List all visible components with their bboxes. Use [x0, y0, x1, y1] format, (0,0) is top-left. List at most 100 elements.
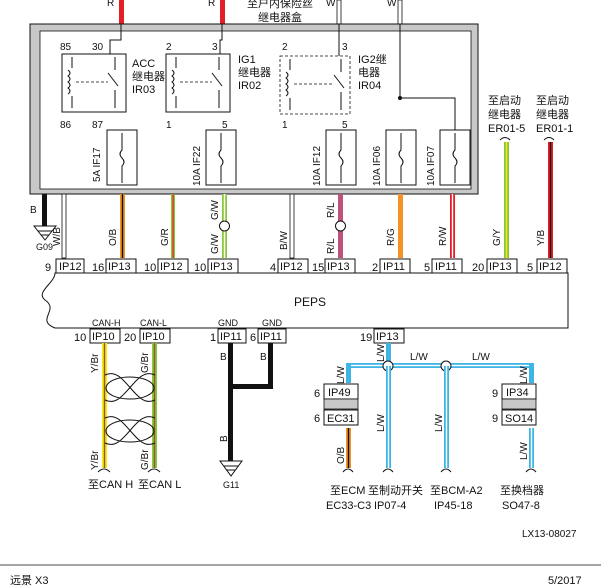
pin-num: 9	[492, 388, 498, 400]
wire-w-b	[61, 193, 67, 259]
dest-line2: 继电器	[536, 108, 569, 121]
wire-white-2	[397, 0, 403, 25]
relay-coil	[67, 69, 71, 95]
relay-line2: 继电器	[238, 66, 271, 79]
conn-id: IP10	[142, 331, 165, 343]
svg-text:10A IF22: 10A IF22	[192, 146, 203, 186]
dest-line1: 至ECM	[330, 485, 365, 497]
can-twisted-pair: Y/Br G/Br Y/Br G/Br 至CAN H 至CAN L	[88, 343, 181, 491]
pin-num: 2	[372, 262, 378, 274]
pin-label: 1	[282, 120, 288, 131]
wire-label: L/W	[376, 414, 387, 432]
conn-id: SO14	[505, 413, 533, 425]
wire-label: O/B	[108, 228, 119, 246]
relay-name: ACC	[132, 58, 155, 70]
conn-id: IP13	[489, 261, 512, 273]
fuse-to-peps-wires: B W/B O/B G/R G/W G/W B/W R/L R/L R/G R/…	[30, 142, 553, 259]
dest-line1: 至启动	[488, 94, 521, 107]
conn-id: IP11	[220, 331, 242, 343]
wire-label: R/L	[326, 202, 337, 218]
ground-icon	[32, 225, 58, 241]
conn-id: IP10	[92, 331, 115, 343]
wire-label-w1: W	[326, 0, 336, 9]
relay-id: IR04	[358, 80, 381, 92]
pin-num: 1	[210, 332, 216, 344]
wire-gnd-2	[268, 343, 273, 387]
relay-id: IR03	[132, 84, 155, 96]
can-h-dest: 至CAN H	[88, 479, 133, 491]
twist-1	[104, 373, 156, 402]
conn-id: IP13	[108, 261, 131, 273]
fuses: 5A IF17 10A IF22 10A IF12 10A IF06 10A I…	[92, 129, 471, 186]
relay-body	[279, 55, 351, 115]
dest-line2: 继电器	[488, 108, 521, 121]
pin-num: 10	[74, 332, 86, 344]
conn-id: IP12	[59, 261, 82, 273]
dest-line1: 至制动开关	[368, 483, 423, 497]
peps-label: PEPS	[294, 295, 326, 309]
relay-switch	[211, 72, 223, 87]
fuse-id: IF12	[312, 146, 323, 166]
pin-label: 3	[342, 42, 348, 53]
wire-label: W/B	[52, 227, 63, 246]
pin-label: 2	[282, 42, 288, 53]
relay-line2: 电器	[358, 66, 380, 79]
conn-id: IP11	[260, 331, 282, 343]
wire-label: Y/Br	[90, 353, 101, 373]
footer-left: 远景 X3	[10, 574, 49, 586]
relay-ir04: 2 3 1 5 IG2继 电器 IR04	[279, 42, 387, 131]
wire-label-w2: W	[387, 0, 397, 9]
pin-num: 16	[92, 262, 104, 274]
wire-label: G/W	[210, 233, 221, 254]
peps-top-connectors: 9 IP12 16 IP13 10 IP12 10 IP13 4 IP12 15…	[45, 258, 568, 274]
conn-id: IP11	[435, 261, 457, 273]
wire-label: L/W	[376, 344, 387, 362]
wire-label: Y/Br	[90, 450, 101, 470]
peps-module	[41, 272, 569, 329]
wire-label: G/Br	[140, 352, 151, 373]
pin-label: 3	[212, 42, 218, 53]
pin-label: 5	[222, 120, 228, 131]
wire-label: G/Y	[492, 228, 503, 246]
wire-red-2	[220, 0, 225, 24]
svg-text:10A IF12: 10A IF12	[312, 146, 323, 186]
wire-label-r1: R	[107, 0, 114, 9]
fuse-box-label-1: 至户内保险丝	[247, 0, 313, 10]
conn-id: IP12	[280, 261, 303, 273]
wire-label: R/L	[326, 238, 337, 254]
pin-num: 15	[312, 262, 324, 274]
conn-id: IP13	[327, 261, 350, 273]
fuse-id: IF17	[92, 147, 103, 167]
pin-label: 85	[60, 42, 72, 53]
wire-label: B	[220, 352, 227, 363]
wire-label: G/Br	[140, 449, 151, 470]
diagram-code: LX13-08027	[522, 529, 577, 540]
ground-id: G11	[223, 480, 239, 490]
wire-red-1	[119, 0, 124, 24]
fuse-rating: 10A	[426, 168, 437, 186]
fuse-id: IF22	[192, 146, 203, 166]
wire-label: G/R	[160, 228, 171, 246]
pin-label: 30	[92, 42, 104, 53]
wire-label: O/B	[336, 446, 347, 464]
relay-name: IG1	[238, 54, 256, 66]
relay-coil	[171, 69, 175, 95]
pin-num: 6	[250, 332, 256, 344]
twist-2	[104, 416, 156, 445]
pin-label: 86	[60, 120, 72, 131]
pin-num: 6	[314, 413, 320, 425]
svg-text:10A IF07: 10A IF07	[426, 146, 437, 186]
wire-label: L/W	[519, 366, 530, 384]
svg-text:5A IF17: 5A IF17	[92, 147, 103, 182]
conn-id: IP49	[328, 387, 351, 399]
conn-id: IP13	[376, 331, 399, 343]
wire-label: Y/B	[536, 230, 547, 246]
top-feed-wires: R R W W 至户内保险丝 继电器盒	[107, 0, 403, 25]
conn-id: IP34	[506, 387, 529, 399]
pin-label: 5	[342, 120, 348, 131]
dest-line2: IP07-4	[374, 500, 406, 512]
svg-text:10A IF06: 10A IF06	[372, 146, 383, 186]
ground-id: G09	[36, 242, 53, 252]
pin-num: 4	[270, 262, 276, 274]
pin-num: 9	[492, 413, 498, 425]
